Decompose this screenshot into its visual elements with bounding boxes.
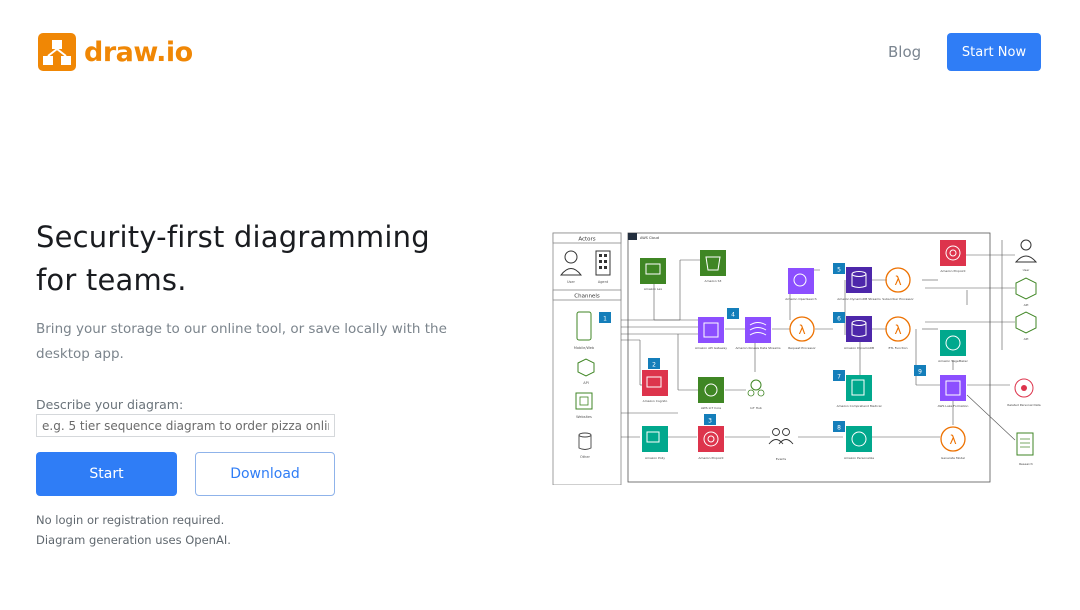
external-api-icon-1 [1015,277,1037,300]
svg-text:2: 2 [652,362,656,369]
svg-text:API: API [1024,337,1029,341]
svg-text:User: User [1023,268,1031,272]
svg-text:5: 5 [837,267,841,274]
aws-cloud-title: AWS Cloud [640,236,659,240]
logo[interactable]: draw.io [38,33,193,71]
svg-text:3: 3 [708,418,712,425]
svg-text:Amazon Cognito: Amazon Cognito [643,399,668,403]
agent-actor-icon [595,250,611,276]
describe-diagram-label: Describe your diagram: [36,397,184,412]
related-data-icon [1014,378,1034,398]
other-channel-icon [578,432,592,450]
svg-text:Amazon Personalize: Amazon Personalize [844,456,874,460]
channels-title: Channels [574,294,600,300]
svg-text:Generate Model: Generate Model [941,456,965,460]
svg-text:Amazon Pinpoint: Amazon Pinpoint [698,456,724,460]
svg-text:Mobile/Web: Mobile/Web [574,346,595,350]
svg-text:Research: Research [1019,462,1033,466]
user-actor-icon [559,250,583,276]
svg-text:7: 7 [837,374,841,381]
svg-text:Amazon Kinesis Data Streams: Amazon Kinesis Data Streams [735,346,781,350]
svg-text:Amazon DynamoDB: Amazon DynamoDB [844,346,874,350]
svg-text:8: 8 [837,425,841,432]
svg-text:Amazon OpenSearch: Amazon OpenSearch [785,297,816,301]
svg-text:6: 6 [837,316,841,323]
svg-text:Request Processor: Request Processor [788,346,816,350]
websites-channel-icon [575,392,593,410]
no-login-note: No login or registration required. [36,513,225,527]
svg-text:1: 1 [603,316,607,323]
external-user-icon [1014,239,1038,263]
svg-text:λ: λ [894,323,901,337]
mobile-channel-icon [576,311,592,341]
events-icon [768,428,794,445]
actors-title: Actors [578,237,595,243]
openai-note: Diagram generation uses OpenAI. [36,533,231,547]
svg-text:AWS IoT Core: AWS IoT Core [701,406,721,410]
api-channel-icon [577,358,595,377]
page-title: Security-first diagramming for teams. [36,220,430,297]
svg-text:API: API [1024,303,1029,307]
svg-text:Other: Other [580,455,590,459]
drawio-logo-icon [38,33,76,71]
svg-text:Amazon API Gateway: Amazon API Gateway [695,346,727,350]
external-api-icon-2 [1015,311,1037,334]
svg-text:Amazon Lex: Amazon Lex [644,287,662,291]
svg-text:Amazon SageMaker: Amazon SageMaker [938,359,968,363]
describe-diagram-input[interactable] [36,414,335,437]
svg-text:Subscriber Processor: Subscriber Processor [882,297,914,301]
svg-text:9: 9 [918,369,922,376]
svg-text:Amazon DynamoDB Streams: Amazon DynamoDB Streams [837,297,881,301]
start-button[interactable]: Start [36,452,177,496]
svg-text:λ: λ [949,433,956,447]
svg-text:IoT Hub: IoT Hub [750,406,762,410]
actor-user-label: User [567,280,576,284]
svg-text:Events: Events [776,457,787,461]
svg-text:Related Personal Data: Related Personal Data [1007,403,1040,407]
svg-text:API: API [583,381,589,385]
hero-subtitle: Bring your storage to our online tool, o… [36,321,447,362]
svg-text:Websites: Websites [576,415,592,419]
research-notebook-icon [1016,432,1034,456]
logo-text: draw.io [84,36,193,68]
svg-text:Amazon Pinpoint: Amazon Pinpoint [940,269,966,273]
start-now-button[interactable]: Start Now [947,33,1041,71]
download-button[interactable]: Download [195,452,335,496]
svg-text:Amazon Comprehend Medical: Amazon Comprehend Medical [837,404,882,408]
svg-text:4: 4 [731,312,735,319]
actor-agent-label: Agent [598,280,609,284]
svg-text:λ: λ [894,274,901,288]
architecture-diagram: Actors Channels User Agent Mobile/Web 1 … [550,230,1050,486]
nav-blog-link[interactable]: Blog [888,43,922,61]
svg-text:ETL Function: ETL Function [888,346,907,350]
svg-text:λ: λ [798,323,805,337]
svg-text:Amazon Polly: Amazon Polly [645,456,665,460]
svg-text:Amazon S3: Amazon S3 [705,279,722,283]
svg-text:AWS Lake Formation: AWS Lake Formation [938,404,969,408]
